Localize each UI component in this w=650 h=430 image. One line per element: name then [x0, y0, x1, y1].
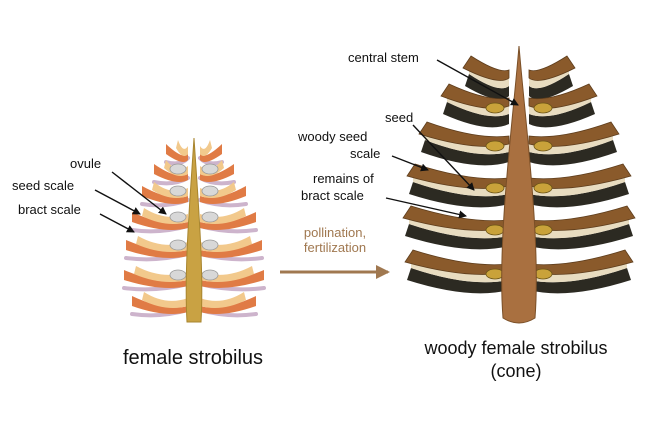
- seed: [533, 102, 553, 114]
- left-caption: female strobilus: [123, 347, 263, 369]
- right-caption-line-1: woody female strobilus: [423, 338, 607, 358]
- bract-scale: [132, 212, 188, 230]
- bract-remains: [413, 174, 509, 197]
- seed-scale-pointer: [94, 189, 141, 215]
- seed: [533, 140, 553, 152]
- ovule: [201, 211, 219, 223]
- remains-pointer: [385, 197, 467, 219]
- woody-seed-scale-label-2: scale: [350, 146, 380, 161]
- ovule: [169, 211, 187, 223]
- ovule: [169, 239, 187, 251]
- woody-scale-dark-band: [529, 182, 629, 208]
- seed: [485, 140, 505, 152]
- ovule-label: ovule: [70, 156, 101, 171]
- ovule: [169, 269, 187, 281]
- ovule: [169, 163, 187, 175]
- woody-scale-dark-band: [529, 102, 595, 128]
- right-caption-line-2: (cone): [490, 361, 541, 381]
- woody-scale-dark-band: [465, 74, 509, 100]
- seed: [533, 224, 553, 236]
- woody-scale-dark-band: [529, 140, 617, 166]
- woody-cone-illustration: [402, 45, 636, 324]
- pollination-label: pollination,: [304, 225, 366, 240]
- woody-scale-dark-band: [407, 268, 509, 294]
- woody-seed-scale: [462, 55, 510, 81]
- bract-scale: [166, 144, 188, 162]
- bract-remains: [469, 66, 509, 89]
- bract-scale: [200, 186, 246, 204]
- seed: [485, 224, 505, 236]
- central-stem: [501, 45, 537, 324]
- woody-scale-dark-band: [421, 140, 509, 166]
- bract-scale: [200, 270, 264, 288]
- seed-scale: [142, 292, 188, 308]
- seed-pointer: [412, 124, 475, 191]
- ovule: [201, 163, 219, 175]
- woody-scale-dark-band: [443, 102, 509, 128]
- seed: [533, 182, 553, 194]
- bract-remains: [529, 174, 625, 197]
- ovule: [201, 239, 219, 251]
- ovule-pointer: [111, 171, 167, 215]
- bract-scale-label: bract scale: [18, 202, 81, 217]
- bract-remains: [529, 260, 627, 283]
- bract-scale-pointer: [99, 213, 135, 233]
- seed: [485, 102, 505, 114]
- female-strobilus-illustration: [122, 137, 266, 323]
- woody-scale-dark-band: [529, 224, 633, 250]
- ovule: [201, 185, 219, 197]
- bract-scale: [200, 296, 256, 314]
- woody-scale-dark-band: [529, 74, 573, 100]
- bract-scale: [142, 186, 188, 204]
- ovule: [201, 269, 219, 281]
- bract-remains: [529, 66, 569, 89]
- seed-label: seed: [385, 110, 413, 125]
- bract-scale: [154, 164, 188, 182]
- central-stem-label: central stem: [348, 50, 419, 65]
- central-stem-pointer: [436, 59, 519, 106]
- woody-scale-dark-band: [405, 224, 509, 250]
- bract-scale: [132, 296, 188, 314]
- bract-scale: [126, 240, 188, 258]
- bract-remains: [529, 216, 629, 239]
- bract-scale: [200, 212, 256, 230]
- bract-scale: [124, 270, 188, 288]
- remains-label-1: remains of: [313, 171, 374, 186]
- bract-scale: [200, 164, 234, 182]
- seed-scale: [200, 140, 212, 156]
- bract-remains: [409, 216, 509, 239]
- fertilization-label: fertilization: [304, 240, 366, 255]
- seed: [485, 182, 505, 194]
- remains-label-2: bract scale: [301, 188, 364, 203]
- seed-scale-label: seed scale: [12, 178, 74, 193]
- bract-scale: [200, 144, 222, 162]
- bract-scale: [200, 240, 262, 258]
- woody-scale-dark-band: [529, 268, 631, 294]
- seed-scale: [200, 292, 246, 308]
- woody-seed-scale: [528, 55, 576, 81]
- woody-seed-scale-pointer: [391, 155, 429, 172]
- seed-scale: [176, 140, 188, 156]
- bract-remains: [411, 260, 509, 283]
- woody-scale-dark-band: [409, 182, 509, 208]
- central-axis: [185, 137, 203, 323]
- woody-seed-scale-label-1: woody seed: [297, 129, 367, 144]
- ovule: [169, 185, 187, 197]
